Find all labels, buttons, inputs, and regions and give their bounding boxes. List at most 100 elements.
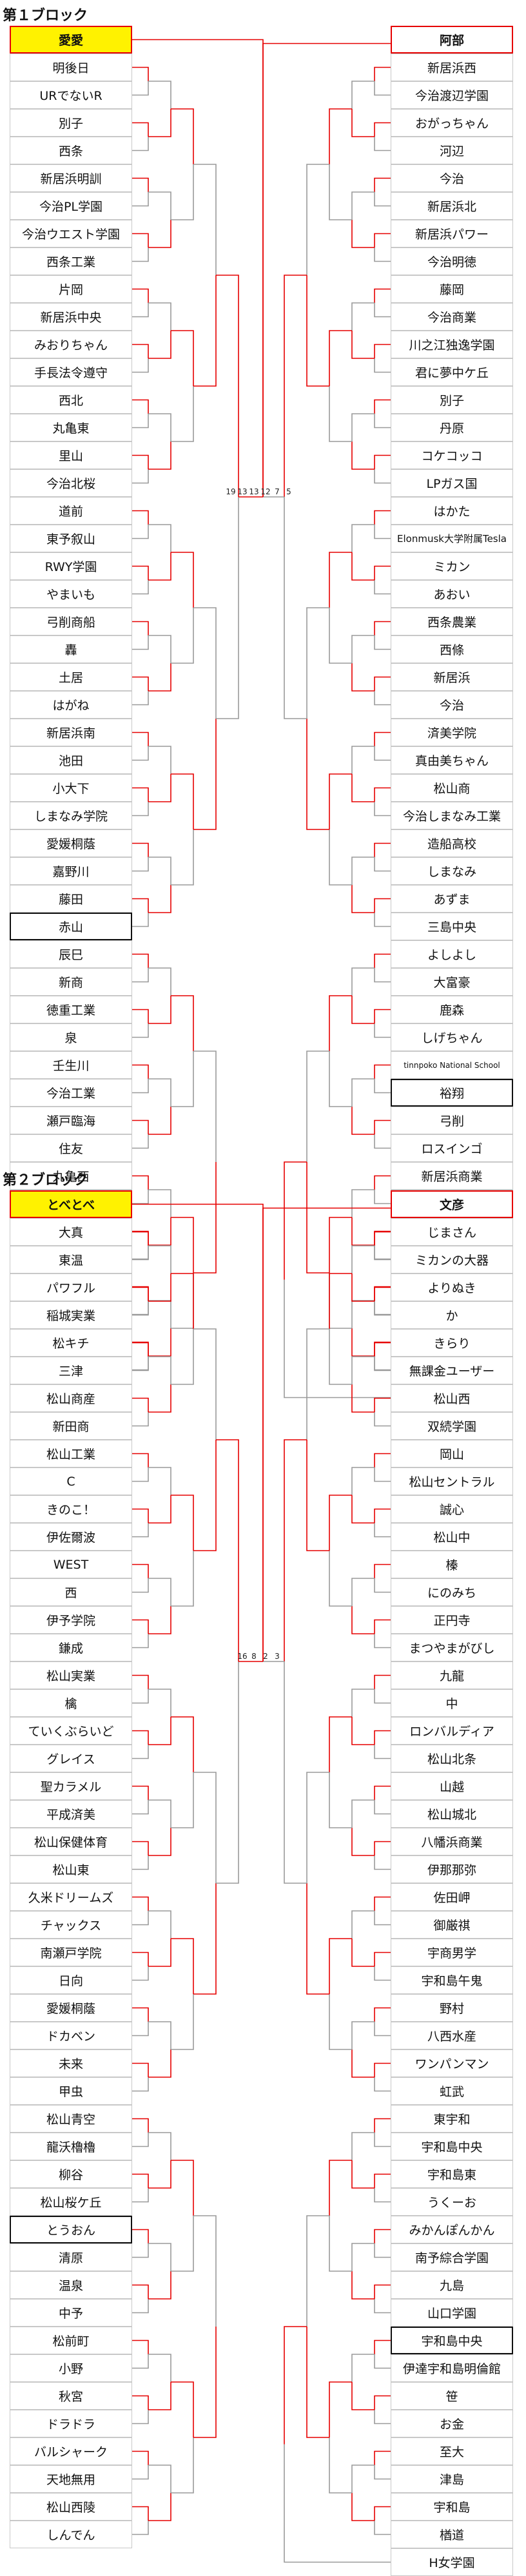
bracket-line [374,2118,391,2133]
bracket-line [132,399,149,414]
team-entry-right: はかた [391,497,513,525]
team-entry-left: 泉 [10,1023,132,1051]
bracket-line [351,1606,375,1634]
team-entry-left: グレイス [10,1745,132,1772]
bracket-line [374,1896,391,1911]
bracket-line [132,2354,149,2369]
team-entry-right: Elonmusk大学附属Tesla [391,525,513,552]
bracket-line [193,1051,217,1162]
bracket-line [374,1564,391,1578]
bracket-line [329,773,352,829]
team-entry-left: 新居浜明訓 [10,164,132,192]
bracket-line [148,1910,171,1939]
team-entry-left: 西条工業 [10,247,132,275]
bracket-line [132,1023,149,1038]
left-champion-box: 愛愛 [10,26,132,53]
team-entry-right: しまなみ [391,857,513,885]
team-entry-left: 西条 [10,137,132,164]
team-entry-right: 松山西 [391,1384,513,1412]
bracket-line [132,192,149,207]
team-entry-left: 松キチ [10,1329,132,1357]
bracket-line [329,995,352,1051]
team-entry-right: か [391,1301,513,1329]
team-entry-right: LPガス国 [391,469,513,497]
team-entry-right: 松山中 [391,1523,513,1551]
bracket-line [132,2007,149,2022]
bracket-line [132,1523,149,1538]
bracket-line [329,1051,352,1107]
bracket-line [374,1508,391,1523]
bracket-line [132,1190,149,1205]
team-entry-right: ロンバルディア [391,1717,513,1745]
team-entry-right: 九龍 [391,1661,513,1689]
bracket-line [329,1217,352,1273]
team-entry-left: 道前 [10,497,132,525]
bracket-line [148,524,171,552]
bracket-line [132,2450,149,2465]
team-entry-left: 小野 [10,2354,132,2382]
bracket-line [132,1397,149,1412]
bracket-line [351,663,375,692]
team-entry-right: 伊那那弥 [391,1855,513,1883]
bracket-line [148,1356,171,1384]
bracket-line [351,1939,375,1967]
team-entry-left: 今治PL学園 [10,192,132,220]
bracket-line [148,1467,171,1495]
final-score: 7 [275,487,280,496]
team-entry-right: みかんぽんかん [391,2216,513,2243]
bracket-line [374,2022,391,2037]
bracket-line [132,1079,149,1094]
team-entry-right: おがっちゃん [391,109,513,137]
team-entry-right: 弓削 [391,1107,513,1134]
team-entry-left: 松山商産 [10,1384,132,1412]
bracket-line [132,454,149,469]
final-score: 8 [251,1652,257,1661]
bracket-line [374,303,391,318]
bracket-line [148,109,171,137]
team-entry-left: 徳重工業 [10,996,132,1023]
bracket-line [374,2133,391,2147]
bracket-line [132,1785,149,1800]
bracket-line [351,1245,375,1273]
bracket-line [374,1412,391,1427]
bracket-line [132,2062,149,2077]
bracket-line [148,413,171,441]
bracket-line [132,1730,149,1745]
bracket-line [351,857,375,885]
bracket-line [284,275,307,497]
team-entry-left: 今治ウエスト学園 [10,220,132,247]
team-entry-left: 丸亀西 [10,1162,132,1190]
bracket-line [132,247,149,262]
left-champion-box: とべとべ [10,1190,132,1218]
bracket-line [374,192,391,207]
bracket-line [374,1119,391,1134]
bracket-line [148,635,171,663]
bracket-line [171,552,194,608]
bracket-line [374,691,391,706]
bracket-line [148,774,171,802]
bracket-line [132,621,149,635]
bracket-line [132,1134,149,1149]
bracket-line [132,1231,149,1246]
bracket-line [148,2382,171,2410]
bracket-line [193,719,217,830]
team-entry-left: 龍沃櫓櫓 [10,2133,132,2160]
team-entry-left: 丸亀東 [10,414,132,441]
team-entry-right: あずま [391,885,513,913]
bracket-line [374,1397,391,1412]
bracket-line [351,552,375,581]
bracket-line [374,2410,391,2425]
bracket-line [171,1495,194,1551]
team-entry-left: 松山東 [10,1855,132,1883]
bracket-line [132,1745,149,1759]
team-entry-right: しげちゃん [391,1023,513,1051]
bracket-line [132,1508,149,1523]
bracket-line [351,220,375,248]
bracket-line [374,1800,391,1815]
bracket-line [374,2354,391,2369]
bracket-line [132,288,149,303]
bracket-line [351,2243,375,2271]
team-entry-left: 清原 [10,2243,132,2271]
bracket-line [193,164,217,275]
